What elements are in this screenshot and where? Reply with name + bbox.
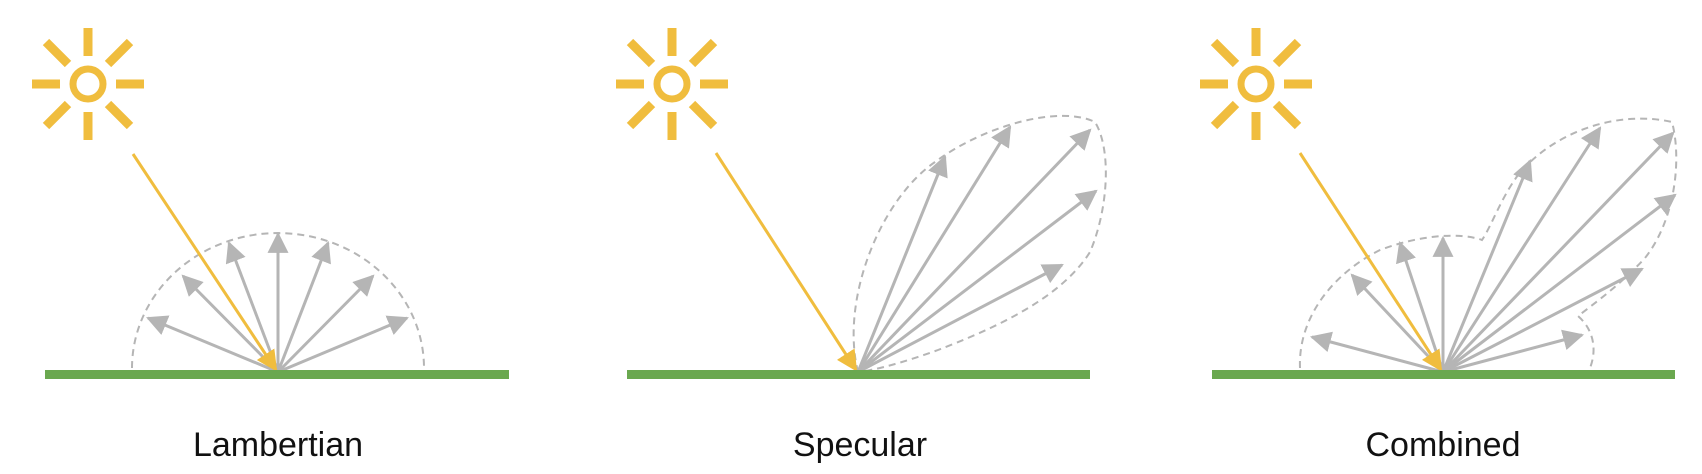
panel-specular <box>616 28 1107 379</box>
reflected-ray <box>856 128 1092 374</box>
reflected-ray <box>1441 131 1675 374</box>
incident-ray <box>1298 152 1443 372</box>
reflected-ray <box>277 315 409 374</box>
panel-lambertian <box>32 28 509 379</box>
surface-line <box>627 370 1090 379</box>
caption-specular: Specular <box>792 426 928 464</box>
reflected-ray <box>1442 193 1677 374</box>
specular-lobe-outline <box>852 114 1107 374</box>
surface-line <box>1212 370 1675 379</box>
reflected-ray <box>1309 331 1444 374</box>
reflected-ray <box>1350 273 1445 374</box>
reflected-ray <box>276 274 375 374</box>
reflected-ray <box>276 241 331 373</box>
reflected-ray <box>1441 159 1533 373</box>
panel-combined <box>1200 28 1678 379</box>
reflected-ray <box>181 274 280 374</box>
combined-lobe-outline <box>1298 117 1678 369</box>
reflected-ray <box>856 155 948 373</box>
reflected-ray <box>857 263 1064 374</box>
reflected-ray <box>1442 267 1644 374</box>
reflected-rays <box>1309 126 1677 374</box>
reflected-ray <box>1396 241 1445 373</box>
reflected-ray <box>856 125 1012 373</box>
sun-icon <box>616 28 728 140</box>
reflected-ray <box>146 315 279 374</box>
sun-icon <box>1200 28 1312 140</box>
caption-combined: Combined <box>1365 426 1521 464</box>
reflected-rays <box>856 125 1098 374</box>
reflected-rays <box>146 231 409 374</box>
reflected-ray <box>857 189 1098 374</box>
incident-ray <box>131 153 278 372</box>
surface-line <box>45 370 509 379</box>
reflected-ray <box>1441 126 1602 373</box>
sun-icon <box>32 28 144 140</box>
incident-ray <box>714 152 858 372</box>
caption-lambertian: Lambertian <box>192 426 364 464</box>
reflected-ray <box>1442 329 1585 374</box>
